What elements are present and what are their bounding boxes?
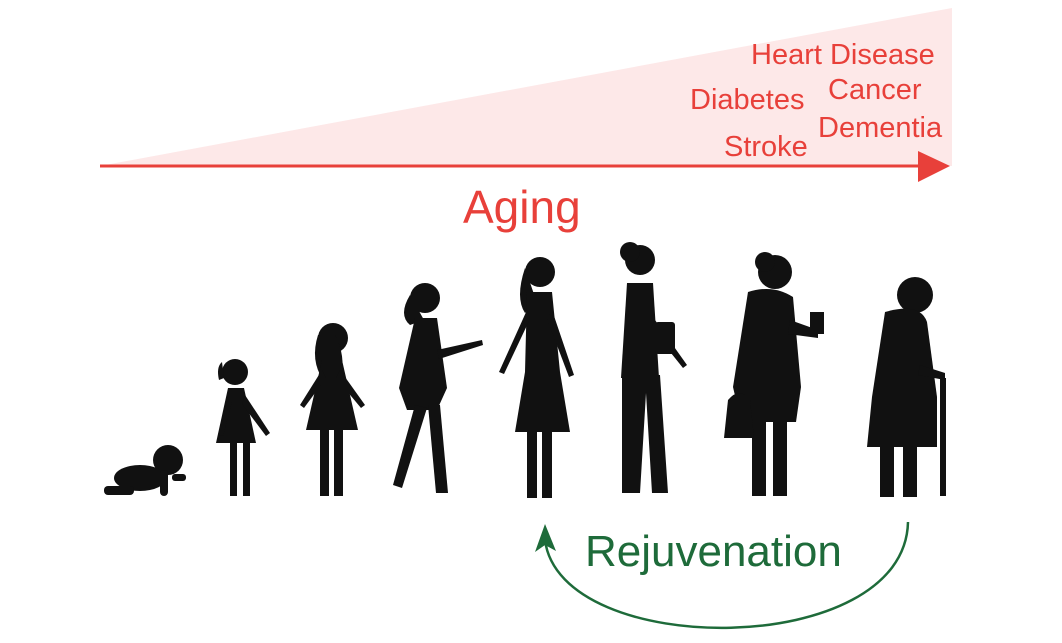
disease-cancer: Cancer xyxy=(828,74,922,106)
rejuvenation-label: Rejuvenation xyxy=(585,527,842,576)
silhouettes xyxy=(104,242,946,498)
child-silhouette xyxy=(300,323,365,496)
aging-arrow-head xyxy=(918,151,950,182)
adult-woman-silhouette xyxy=(620,242,687,493)
disease-diabetes: Diabetes xyxy=(690,84,805,116)
rejuvenation-arrow-head xyxy=(535,524,556,552)
risk-wedge xyxy=(100,8,952,166)
teen-silhouette xyxy=(393,283,483,493)
disease-dementia: Dementia xyxy=(818,112,943,144)
disease-heart: Heart Disease xyxy=(751,39,935,71)
older-woman-silhouette xyxy=(724,252,824,496)
elderly-woman-silhouette xyxy=(867,277,946,497)
toddler-silhouette xyxy=(216,359,270,496)
aging-label: Aging xyxy=(463,181,581,233)
young-woman-silhouette xyxy=(499,257,574,498)
baby-silhouette xyxy=(104,445,186,496)
disease-stroke: Stroke xyxy=(724,131,808,163)
rejuvenation-arrow xyxy=(543,521,910,630)
